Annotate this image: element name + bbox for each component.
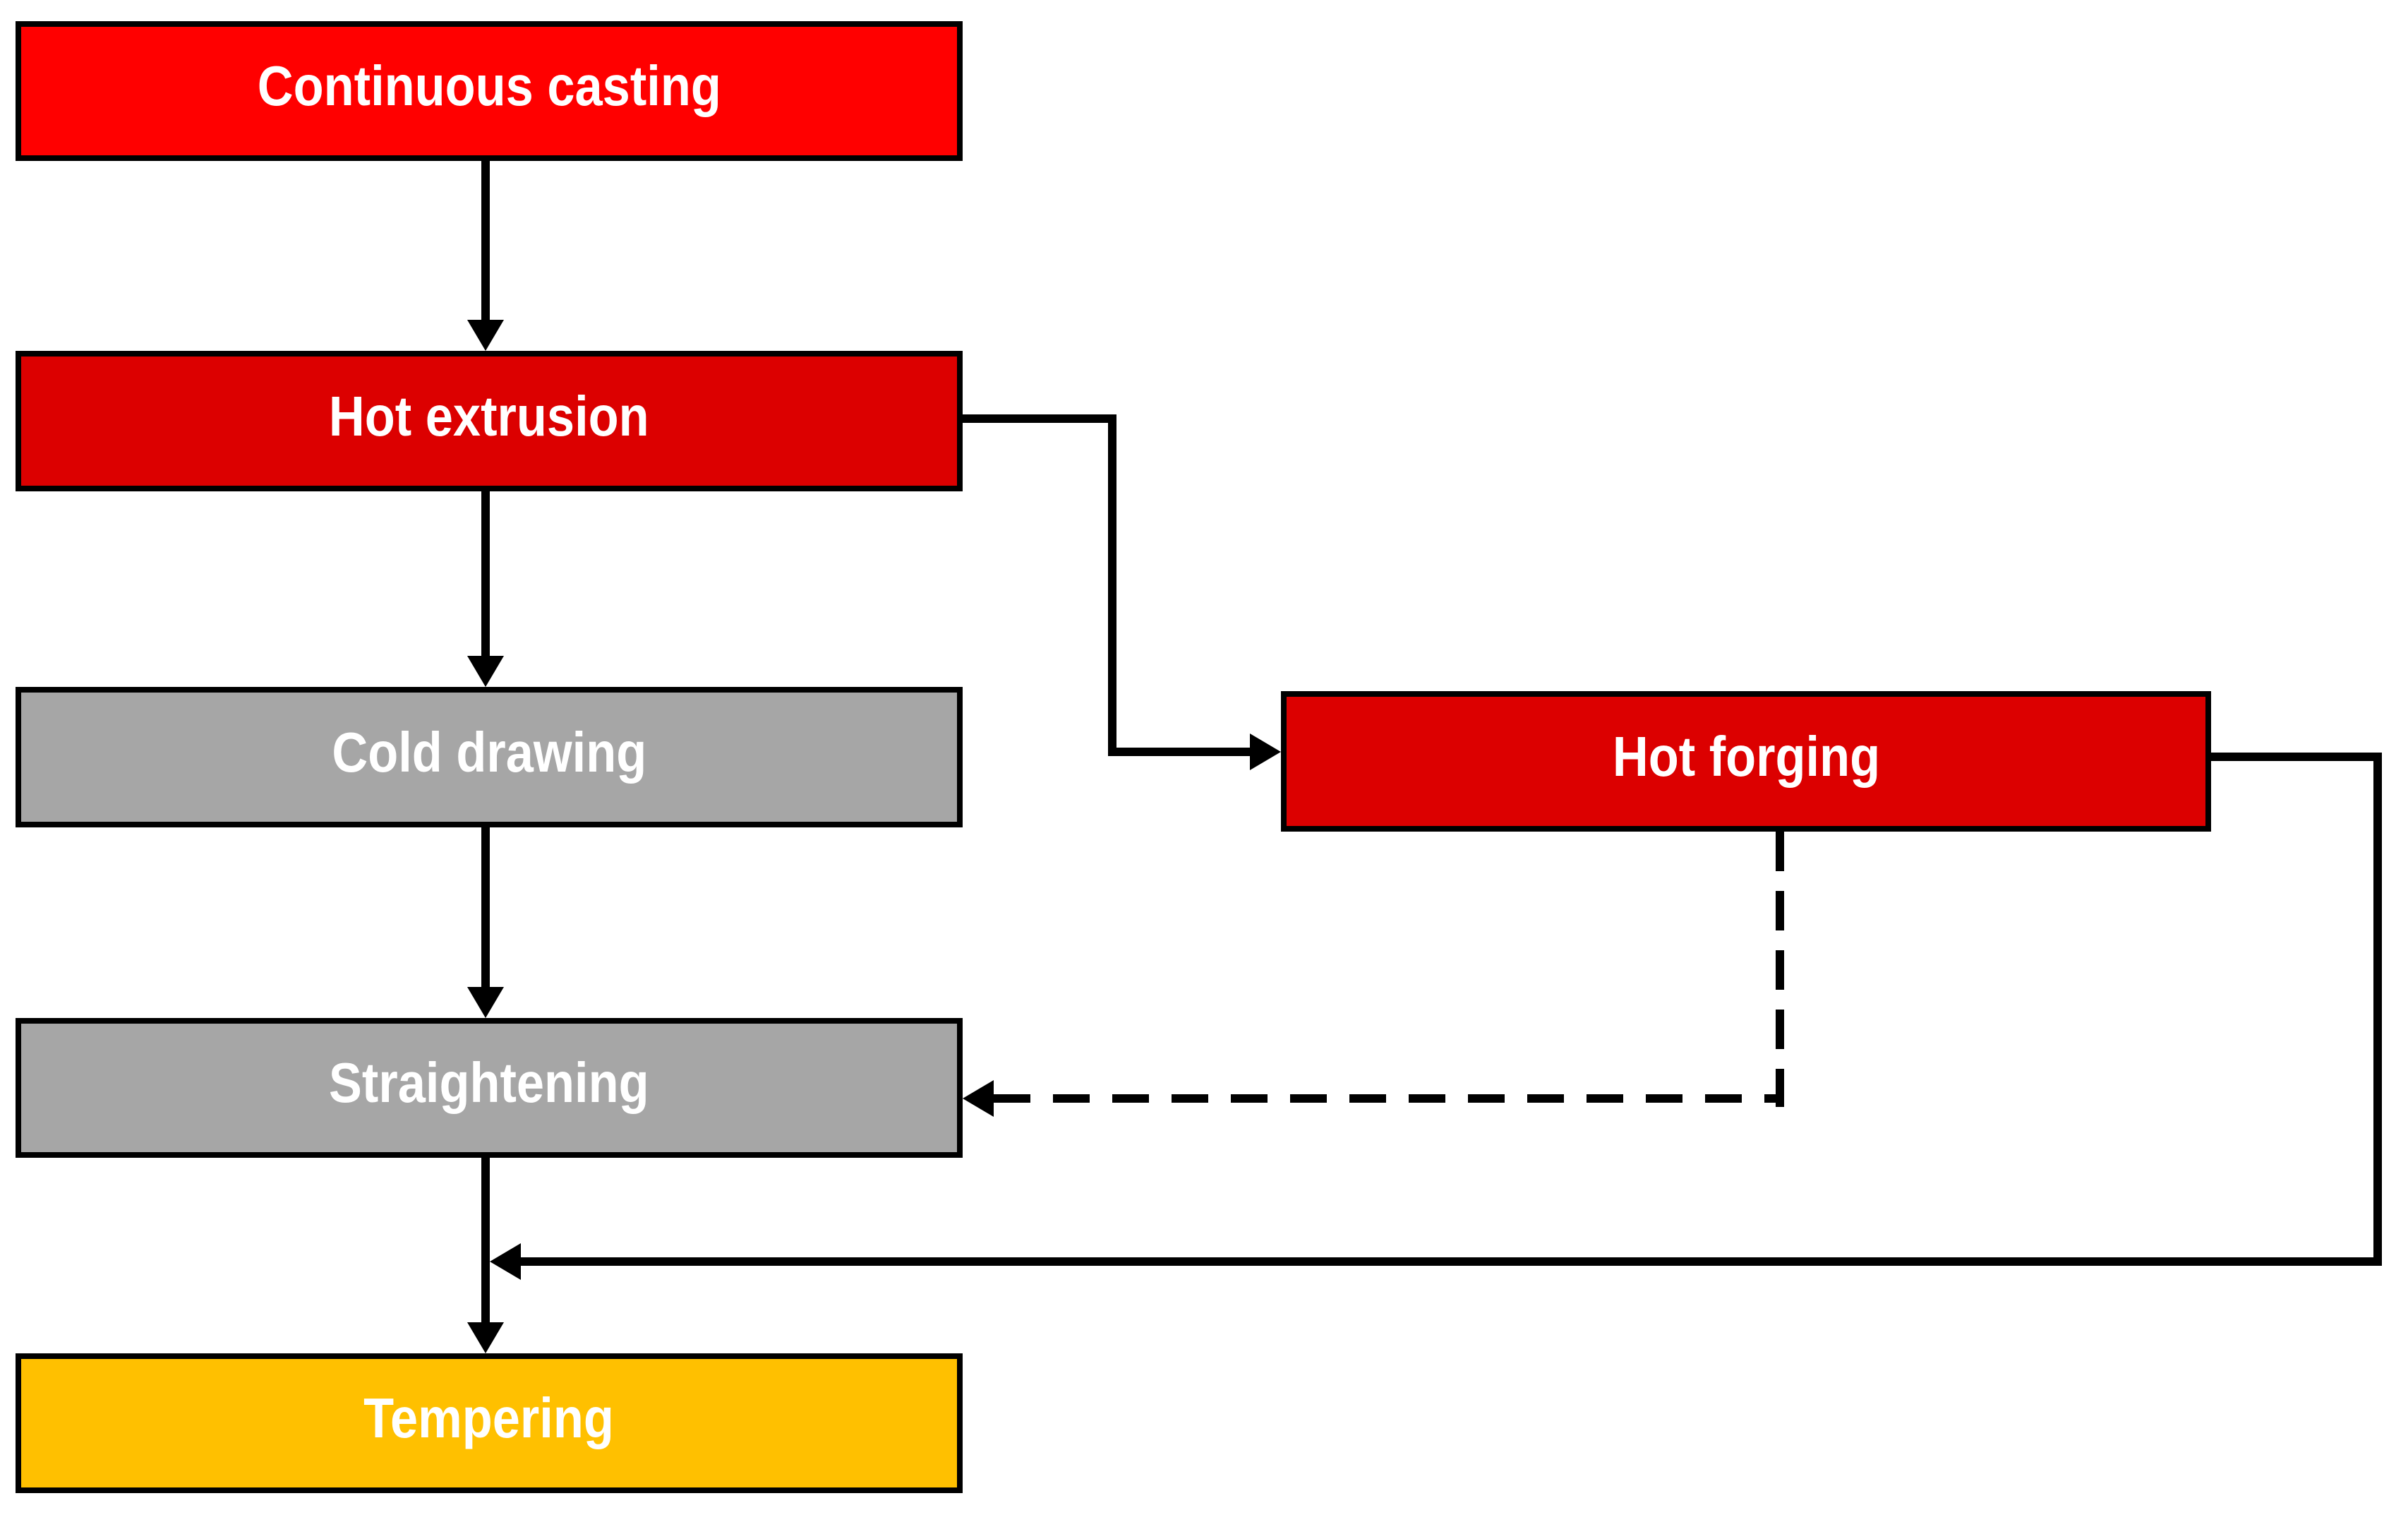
edge-extrusion-to-colddrawing-line xyxy=(481,491,490,656)
node-hot-forging: Hot forging xyxy=(1281,691,2211,832)
edge-casting-to-extrusion-line xyxy=(481,161,490,320)
node-continuous-casting: Continuous casting xyxy=(16,21,963,161)
edge-extrusion-to-forging-line-h1 xyxy=(963,414,1116,423)
node-hot-forging-label: Hot forging xyxy=(1612,724,1880,788)
edge-forging-bypass-line-h2 xyxy=(521,1257,2382,1266)
arrow-down-icon xyxy=(467,1322,504,1353)
edge-forging-bypass-line-v xyxy=(2373,753,2382,1266)
node-hot-extrusion-label: Hot extrusion xyxy=(329,384,649,448)
node-straightening: Straightening xyxy=(16,1018,963,1158)
node-straightening-label: Straightening xyxy=(329,1051,649,1114)
arrow-right-icon xyxy=(1250,733,1281,770)
edge-straightening-to-tempering-line xyxy=(481,1158,490,1322)
edge-forging-bypass-line-h1 xyxy=(2211,753,2382,761)
node-continuous-casting-label: Continuous casting xyxy=(257,54,721,117)
arrow-down-icon xyxy=(467,987,504,1018)
edge-forging-to-straightening-dashed-h xyxy=(994,1094,1784,1103)
edge-forging-to-straightening-dashed-v xyxy=(1776,832,1784,1107)
node-cold-drawing: Cold drawing xyxy=(16,687,963,827)
node-hot-extrusion: Hot extrusion xyxy=(16,351,963,491)
edge-extrusion-to-forging-line-h2 xyxy=(1108,748,1250,756)
arrow-left-icon xyxy=(963,1080,994,1117)
node-tempering-label: Tempering xyxy=(363,1387,615,1449)
node-tempering: Tempering xyxy=(16,1353,963,1493)
node-cold-drawing-label: Cold drawing xyxy=(332,720,646,784)
arrow-down-icon xyxy=(467,320,504,351)
arrow-left-icon xyxy=(490,1243,521,1280)
edge-colddrawing-to-straightening-line xyxy=(481,827,490,987)
edge-extrusion-to-forging-line-v xyxy=(1108,414,1116,756)
arrow-down-icon xyxy=(467,656,504,687)
